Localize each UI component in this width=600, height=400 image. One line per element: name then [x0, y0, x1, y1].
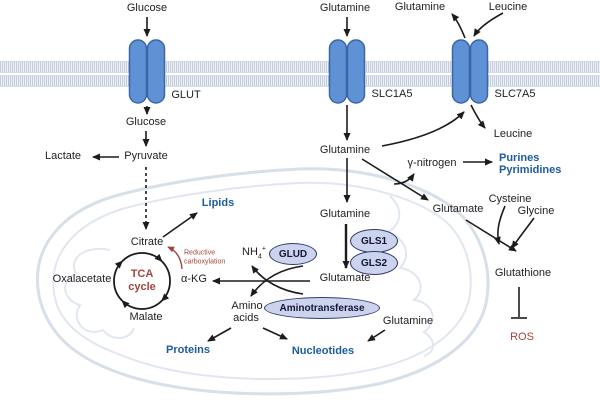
label-amino-line1: Amino	[231, 300, 263, 313]
label-glutamate-cyt: Glutamate	[432, 203, 484, 216]
arrow-branch-gamma-nitrogen	[393, 173, 415, 185]
enzyme-glud: GLUD	[269, 243, 317, 265]
label-slc7a5: SLC7A5	[494, 88, 536, 101]
arrow-slc7a5-to-leucine-in	[470, 104, 486, 129]
label-nucleotides: Nucleotides	[291, 345, 355, 358]
nh4-base: NH	[242, 246, 258, 259]
label-reductive-line1: Reductive	[184, 249, 216, 257]
arrow-glutamine-to-slc7a5	[381, 111, 465, 147]
enzyme-gls2: GLS2	[350, 251, 398, 275]
arrow-glutamate-to-glutathione	[465, 219, 517, 252]
arrow-reductive-carboxylation	[167, 246, 183, 270]
mitochondrion-outline	[36, 167, 490, 396]
label-glutamine-top: Glutamine	[319, 2, 371, 15]
arrow-citrate-to-lipids	[162, 212, 198, 238]
label-glucose-cyt: Glucose	[125, 116, 167, 129]
label-lipids: Lipids	[201, 197, 235, 210]
arrow-slc7a5-to-glutamine-out	[451, 13, 466, 39]
label-purines: Purines	[499, 152, 540, 165]
arrow-glutamine-to-glutamate-cyt	[361, 158, 429, 201]
cristae-right	[385, 195, 434, 357]
tca-cycle-circle	[113, 252, 171, 310]
label-ros: ROS	[510, 331, 534, 344]
label-leucine-top: Leucine	[488, 1, 528, 14]
cristae-left	[64, 247, 135, 339]
label-pyrimidines: Pyrimidines	[499, 164, 562, 177]
label-glutathione: Glutathione	[494, 267, 552, 280]
arrow-to-amino-acids	[250, 265, 304, 297]
nh4-sup: +	[261, 245, 266, 253]
label-pyruvate: Pyruvate	[124, 150, 168, 163]
label-malate: Malate	[129, 311, 163, 324]
label-cysteine: Cysteine	[488, 193, 532, 206]
label-nh4: NH4+	[242, 245, 266, 260]
label-proteins: Proteins	[165, 344, 211, 357]
label-glutamine-mito: Glutamine	[319, 208, 371, 221]
arrow-cysteine-join	[493, 205, 506, 245]
arrow-glud-to-nh4	[251, 265, 304, 295]
label-glucose-top: Glucose	[126, 2, 168, 15]
label-alpha-kg: α-KG	[181, 273, 207, 286]
label-lactate: Lactate	[44, 150, 82, 163]
label-glutamine-exported: Glutamine	[394, 1, 446, 14]
label-glycine: Glycine	[517, 205, 555, 218]
glut-transporter	[128, 39, 166, 104]
label-reductive-line2: carboxylation	[184, 258, 226, 266]
label-slc1a5: SLC1A5	[371, 88, 413, 101]
arrow-glycine-join	[511, 217, 535, 249]
label-gamma-nitrogen: γ-nitrogen	[407, 157, 457, 170]
label-glutamine-cyt: Glutamine	[319, 144, 371, 157]
slc1a5-transporter	[328, 39, 366, 104]
slc7a5-transporter	[451, 39, 489, 104]
label-amino-line2: acids	[233, 312, 259, 325]
arrow-amino-to-nucleotides	[262, 327, 288, 340]
enzyme-aminotransferase: Aminotransferase	[264, 297, 380, 319]
label-tca-line1: TCA	[130, 268, 154, 281]
label-oxalacetate: Oxalacetate	[52, 273, 112, 286]
nh4-sub: 4	[257, 253, 262, 261]
label-tca-line2: cycle	[128, 281, 156, 294]
arrow-glutamine-to-nucleotides	[367, 329, 386, 342]
label-glut: GLUT	[171, 89, 201, 102]
label-leucine-cyt: Leucine	[493, 128, 533, 141]
label-glutamine-right: Glutamine	[382, 315, 434, 328]
arrow-leucine-into-slc7a5	[473, 12, 504, 37]
enzyme-gls1: GLS1	[350, 229, 398, 253]
label-citrate: Citrate	[130, 236, 164, 249]
label-glutamate-mito: Glutamate	[319, 272, 371, 285]
arrow-amino-to-proteins	[207, 327, 232, 342]
pathway-arrows	[92, 12, 535, 342]
